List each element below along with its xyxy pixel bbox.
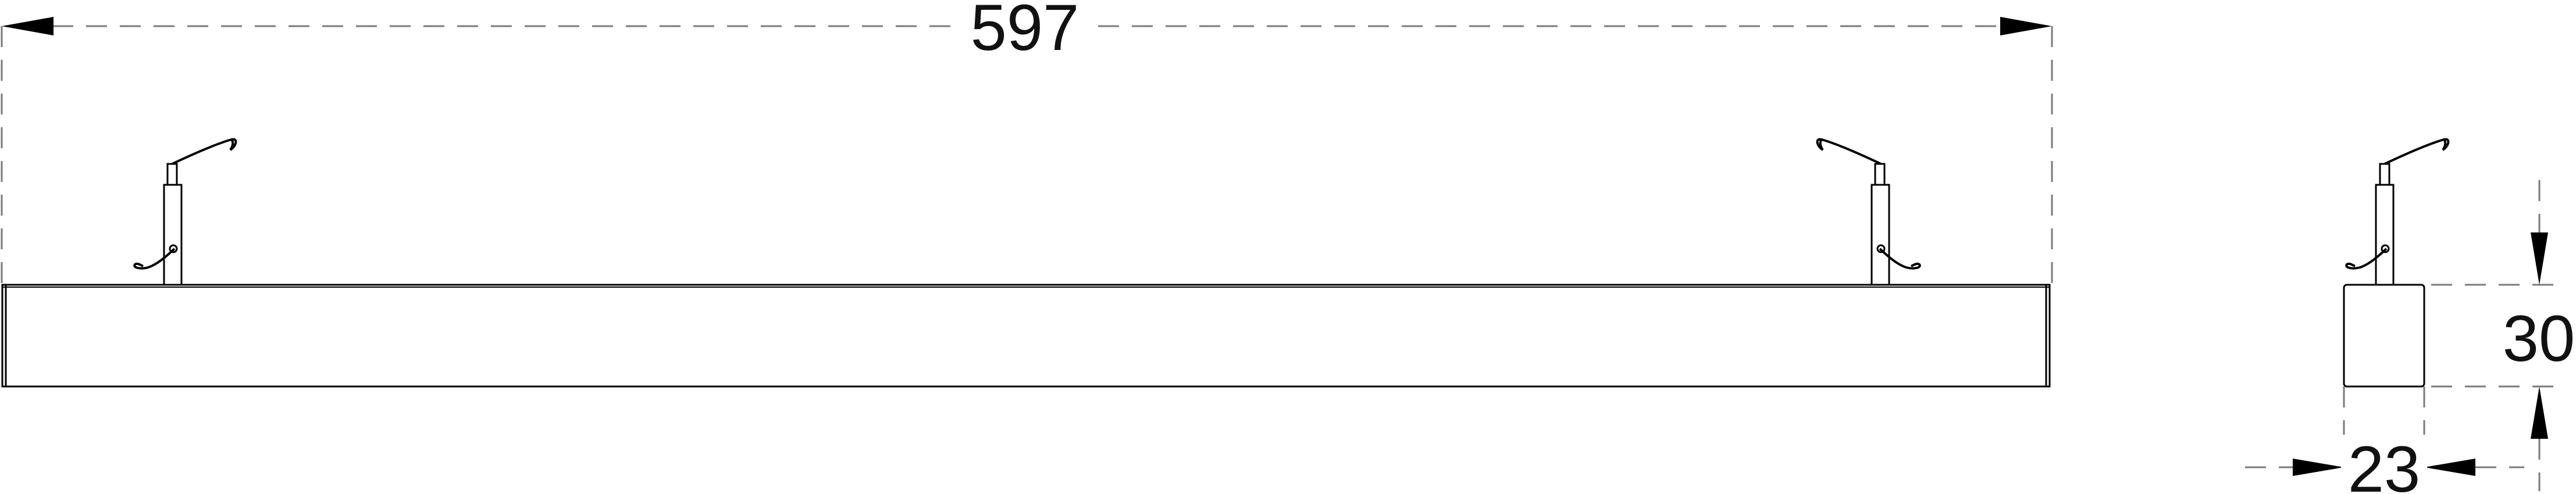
length-label-background: [954, 0, 1093, 55]
suspension-hook-left: [133, 248, 176, 270]
length-label: 597: [971, 0, 1079, 64]
profile-side-view: [2343, 138, 2450, 388]
height-arrow-top: [2531, 232, 2548, 285]
suspension-hook-pin-right: [1876, 244, 1886, 253]
suspension-kit-right: [1816, 138, 1921, 286]
width-dimension: 23: [2245, 386, 2524, 494]
side-suspension-connector: [2379, 163, 2390, 186]
profile-front-view: [1, 284, 2051, 388]
width-label-background: [2341, 435, 2427, 494]
side-suspension-hook-pin: [2381, 244, 2390, 253]
side-profile-body: [2343, 284, 2425, 388]
width-arrow-right: [2424, 459, 2475, 476]
length-dimension: 597: [1, 0, 2053, 285]
height-dimension: 30: [2431, 180, 2575, 491]
side-suspension-bracket: [2375, 184, 2395, 286]
suspension-bracket-right: [1870, 184, 1890, 286]
suspension-bracket-left: [163, 184, 183, 286]
height-arrow-bottom: [2531, 386, 2548, 439]
height-label-background: [2495, 305, 2575, 369]
suspension-hook-pin-left: [169, 244, 178, 253]
width-label: 23: [2348, 433, 2421, 494]
profile-body: [1, 284, 2051, 388]
height-label: 30: [2503, 302, 2575, 375]
suspension-wire-left: [172, 138, 237, 165]
suspension-kit-left: [133, 138, 237, 286]
width-arrow-left: [2293, 459, 2344, 476]
side-suspension-hook: [2345, 248, 2388, 270]
suspension-connector-right: [1874, 163, 1886, 186]
suspension-connector-left: [166, 163, 178, 186]
suspension-wire-right: [1816, 138, 1882, 165]
suspension-hook-right: [1879, 248, 1921, 270]
length-arrow-left: [2, 17, 54, 35]
side-suspension-wire: [2384, 138, 2450, 165]
length-arrow-right: [2000, 17, 2052, 35]
